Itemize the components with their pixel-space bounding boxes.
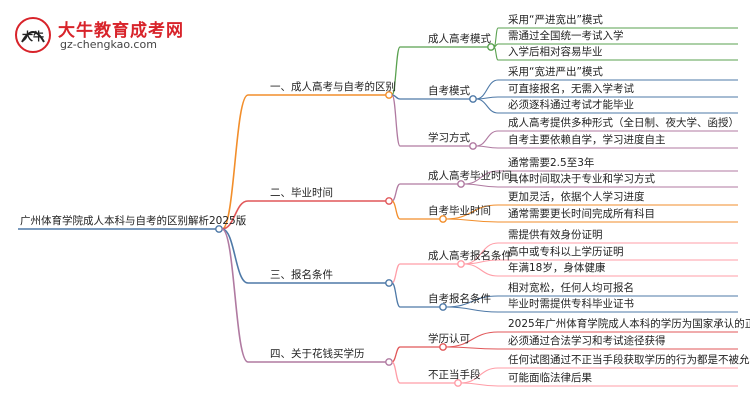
leaf-label: 2025年广州体育学院成人本科的学历为国家承认的正规学历 bbox=[508, 318, 750, 330]
leaf-label: 入学后相对容易毕业 bbox=[508, 46, 603, 58]
branch-connector bbox=[221, 228, 249, 363]
leaf-connector bbox=[460, 382, 499, 387]
branch-connector bbox=[221, 94, 249, 230]
leaf-label: 采用“宽进严出”模式 bbox=[508, 66, 603, 78]
branch-node-dot bbox=[385, 358, 393, 366]
branch-connector bbox=[221, 228, 249, 284]
topic-connector bbox=[391, 46, 401, 96]
branch-label: 一、成人高考与自考的区别 bbox=[270, 81, 396, 93]
leaf-connector bbox=[475, 145, 499, 149]
topic-connector bbox=[391, 94, 401, 147]
topic-label: 不正当手段 bbox=[428, 369, 481, 381]
leaf-label: 通常需要2.5至3年 bbox=[508, 157, 595, 169]
logo-title: 大牛教育成考网 bbox=[58, 21, 184, 41]
leaf-label: 年满18岁，身体健康 bbox=[508, 262, 606, 274]
site-logo: 大牛 大牛教育成考网 gz-chengkao.com bbox=[8, 14, 228, 56]
topic-connector bbox=[391, 200, 401, 220]
leaf-label: 具体时间取决于专业和学习方式 bbox=[508, 173, 655, 185]
leaf-label: 必须逐科通过考试才能毕业 bbox=[508, 99, 634, 111]
topic-node-dot bbox=[469, 142, 477, 150]
branch-connector bbox=[221, 200, 249, 230]
topic-connector bbox=[391, 361, 401, 384]
logo-url: gz-chengkao.com bbox=[60, 38, 157, 51]
branch-label: 二、毕业时间 bbox=[270, 187, 333, 199]
topic-connector bbox=[391, 263, 401, 284]
leaf-connector bbox=[445, 346, 499, 350]
topic-connector bbox=[391, 183, 401, 202]
leaf-label: 相对宽松，任何人均可报名 bbox=[508, 282, 634, 294]
topic-label: 自考毕业时间 bbox=[428, 205, 491, 217]
leaf-connector bbox=[463, 263, 499, 277]
leaf-label: 通常需要更长时间完成所有科目 bbox=[508, 208, 655, 220]
topic-label: 成人高考模式 bbox=[428, 33, 491, 45]
leaf-connector bbox=[475, 130, 499, 147]
leaf-label: 毕业时需提供专科毕业证书 bbox=[508, 298, 634, 310]
topic-label: 成人高考报名条件 bbox=[428, 250, 512, 262]
leaf-label: 采用“严进宽出”模式 bbox=[508, 14, 603, 26]
branch-node-dot bbox=[385, 279, 393, 287]
topic-connector bbox=[391, 282, 401, 308]
topic-label: 学习方式 bbox=[428, 132, 470, 144]
branch-node-dot bbox=[385, 197, 393, 205]
branch-label: 三、报名条件 bbox=[270, 269, 333, 281]
topic-connector bbox=[391, 346, 401, 363]
logo-mark-text: 大牛 bbox=[22, 29, 44, 43]
leaf-connector bbox=[445, 218, 499, 223]
leaf-label: 更加灵活，依据个人学习进度 bbox=[508, 191, 645, 203]
topic-label: 成人高考毕业时间 bbox=[428, 170, 512, 182]
leaf-connector bbox=[445, 306, 499, 313]
leaf-label: 可能面临法律后果 bbox=[508, 372, 592, 384]
leaf-label: 自考主要依赖自学，学习进度自主 bbox=[508, 134, 666, 146]
topic-label: 自考模式 bbox=[428, 85, 470, 97]
branch-label: 四、关于花钱买学历 bbox=[270, 348, 365, 360]
topic-label: 自考报名条件 bbox=[428, 293, 491, 305]
leaf-connector bbox=[463, 183, 499, 188]
leaf-label: 高中或专科以上学历证明 bbox=[508, 246, 624, 258]
leaf-label: 需通过全国统一考试入学 bbox=[508, 30, 624, 42]
leaf-label: 需提供有效身份证明 bbox=[508, 229, 603, 241]
leaf-connector bbox=[475, 98, 499, 114]
leaf-connector bbox=[493, 46, 499, 61]
leaf-label: 成人高考提供多种形式（全日制、夜大学、函授） bbox=[508, 117, 739, 129]
leaf-label: 必须通过合法学习和考试途径获得 bbox=[508, 335, 666, 347]
logo-mark-icon: 大牛 bbox=[15, 17, 51, 53]
leaf-connector bbox=[475, 79, 499, 100]
leaf-label: 任何试图通过不正当手段获取学历的行为都是不被允许的 bbox=[508, 354, 750, 366]
topic-node-dot bbox=[469, 95, 477, 103]
root-node-label: 广州体育学院成人本科与自考的区别解析2025版 bbox=[20, 215, 247, 227]
leaf-label: 可直接报名，无需入学考试 bbox=[508, 83, 634, 95]
topic-label: 学历认可 bbox=[428, 333, 470, 345]
